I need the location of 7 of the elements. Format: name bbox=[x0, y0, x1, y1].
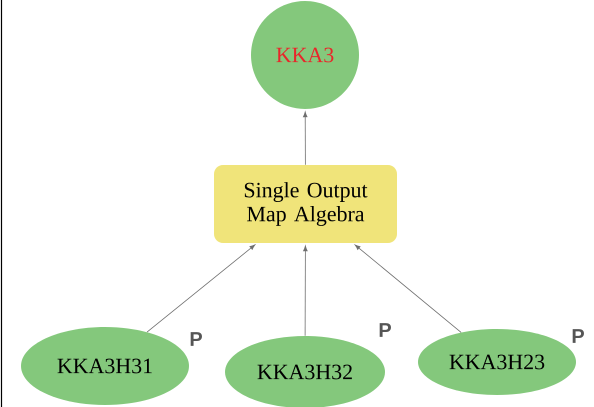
process-box: Single Output Map Algebra bbox=[214, 165, 397, 243]
letter-label: P bbox=[190, 332, 202, 346]
arrow bbox=[354, 244, 462, 333]
letter-label: P bbox=[380, 323, 391, 337]
arrow bbox=[303, 246, 308, 336]
arrow bbox=[146, 244, 256, 332]
arrow bbox=[303, 112, 308, 166]
